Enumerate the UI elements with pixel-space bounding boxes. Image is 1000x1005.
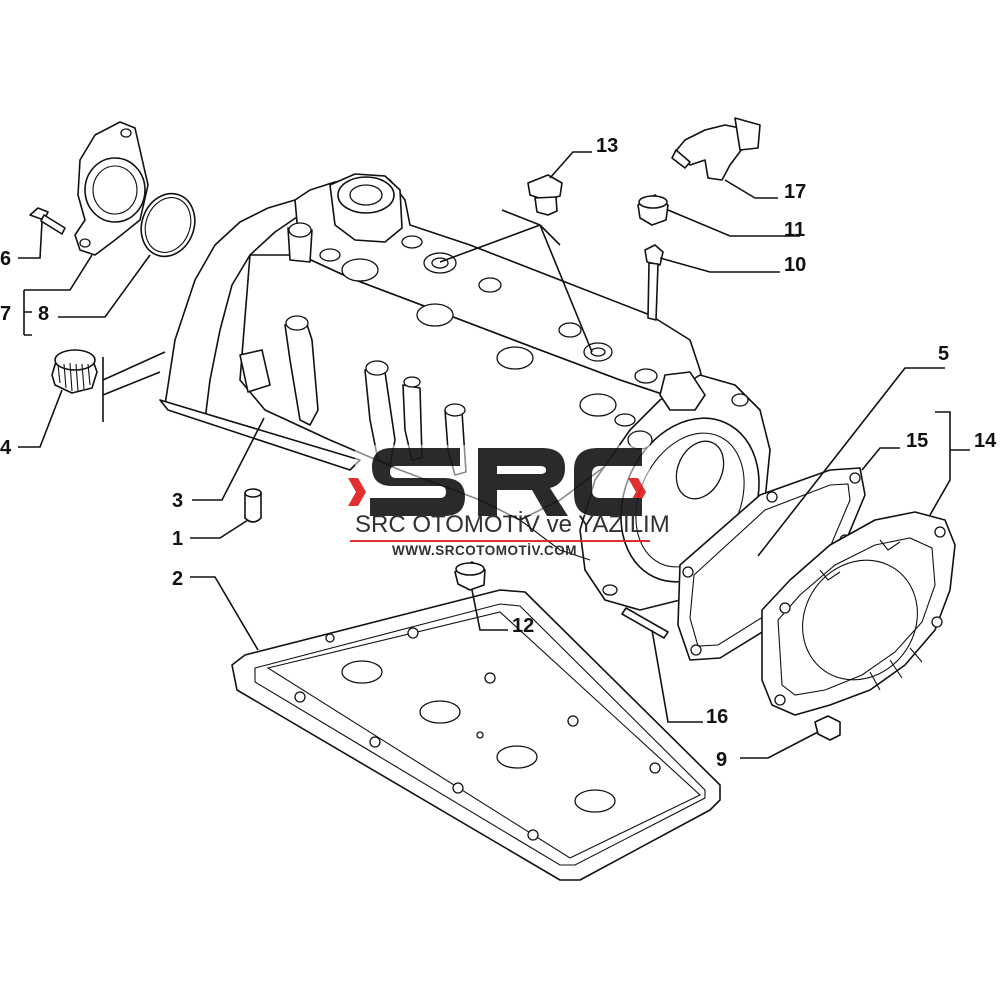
- callout-11: 11: [784, 219, 805, 241]
- part-dowel-pin: [244, 488, 262, 523]
- part-plug-13: [527, 174, 563, 216]
- watermark: SRC OTOMOTİV ve YAZILIM WWW.SRCOTOMOTİV.…: [348, 445, 670, 558]
- part-bolt-small: [29, 207, 66, 235]
- part-plug-11: [637, 194, 669, 226]
- logo-letter-s: [370, 448, 465, 516]
- part-sensor: [671, 117, 761, 181]
- logo-letter-r: [478, 448, 568, 516]
- part-nut: [814, 715, 841, 741]
- callout-5: 5: [938, 343, 949, 365]
- part-flange-cap: [74, 121, 149, 256]
- callout-12: 12: [512, 615, 534, 637]
- part-stud: [621, 607, 669, 639]
- callout-7: 7: [0, 303, 11, 325]
- callout-8: 8: [38, 303, 49, 325]
- callout-3: 3: [172, 490, 183, 512]
- part-bolt-long: [644, 244, 664, 321]
- callout-16: 16: [706, 706, 728, 728]
- callout-4: 4: [0, 437, 12, 459]
- part-cover-gasket: [231, 589, 721, 881]
- callout-13: 13: [596, 135, 618, 157]
- leader-lines: [18, 151, 970, 759]
- part-threaded-cap: [51, 349, 98, 394]
- watermark-company: SRC OTOMOTİV ve YAZILIM: [355, 511, 670, 538]
- logo-letter-c: [574, 448, 642, 516]
- part-timing-cover: [761, 511, 956, 716]
- callout-10: 10: [784, 254, 806, 276]
- callout-6: 6: [0, 248, 11, 270]
- callout-17: 17: [784, 181, 806, 203]
- callout-9: 9: [716, 749, 727, 771]
- part-plug-12: [454, 561, 486, 591]
- callout-2: 2: [172, 568, 183, 590]
- callout-14: 14: [974, 430, 997, 452]
- chevron-left-icon: [348, 478, 366, 506]
- watermark-url: WWW.SRCOTOMOTİV.COM: [392, 543, 577, 558]
- callout-labels: 1 2 3 4 5 6 7 8 9 10 11 12 13 14 15 16 1…: [0, 135, 997, 771]
- part-o-ring: [140, 192, 196, 258]
- callout-1: 1: [172, 528, 183, 550]
- callout-15: 15: [906, 430, 928, 452]
